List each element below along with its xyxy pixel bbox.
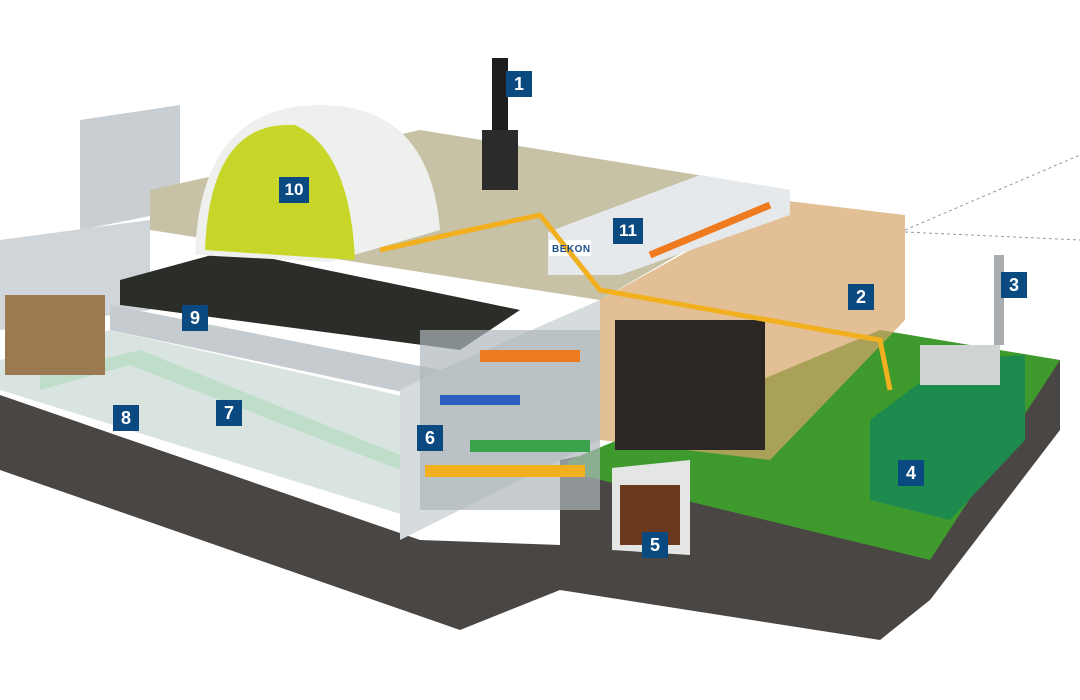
label-3: 3 — [1001, 272, 1027, 298]
gas-pipe — [379, 212, 893, 391]
pipe-blue — [440, 395, 520, 405]
pipe-orange — [480, 350, 580, 362]
container — [548, 175, 790, 275]
concrete-floor — [0, 330, 420, 520]
brand-sign-bg — [549, 240, 591, 256]
dashed-guide — [904, 154, 1080, 231]
label-10: 10 — [279, 177, 309, 203]
tank-interior — [615, 320, 765, 450]
chimney-base — [482, 130, 518, 190]
label-6: 6 — [417, 425, 443, 451]
label-2: 2 — [848, 284, 874, 310]
label-9: 9 — [182, 305, 208, 331]
wooden-fence — [5, 295, 105, 375]
pipe-yellow — [425, 465, 585, 477]
label-4: 4 — [898, 460, 924, 486]
chp-coolers — [920, 345, 1000, 385]
brand-sign: BEKON — [552, 244, 591, 255]
label-7: 7 — [216, 400, 242, 426]
label-5: 5 — [642, 532, 668, 558]
pipe-green — [470, 440, 590, 452]
compost-pile — [120, 250, 520, 350]
label-8: 8 — [113, 405, 139, 431]
flare — [994, 255, 1004, 345]
orange-duct — [648, 201, 772, 259]
label-1: 1 — [506, 71, 532, 97]
label-11: 11 — [613, 218, 643, 244]
dashed-guide — [904, 231, 1080, 241]
